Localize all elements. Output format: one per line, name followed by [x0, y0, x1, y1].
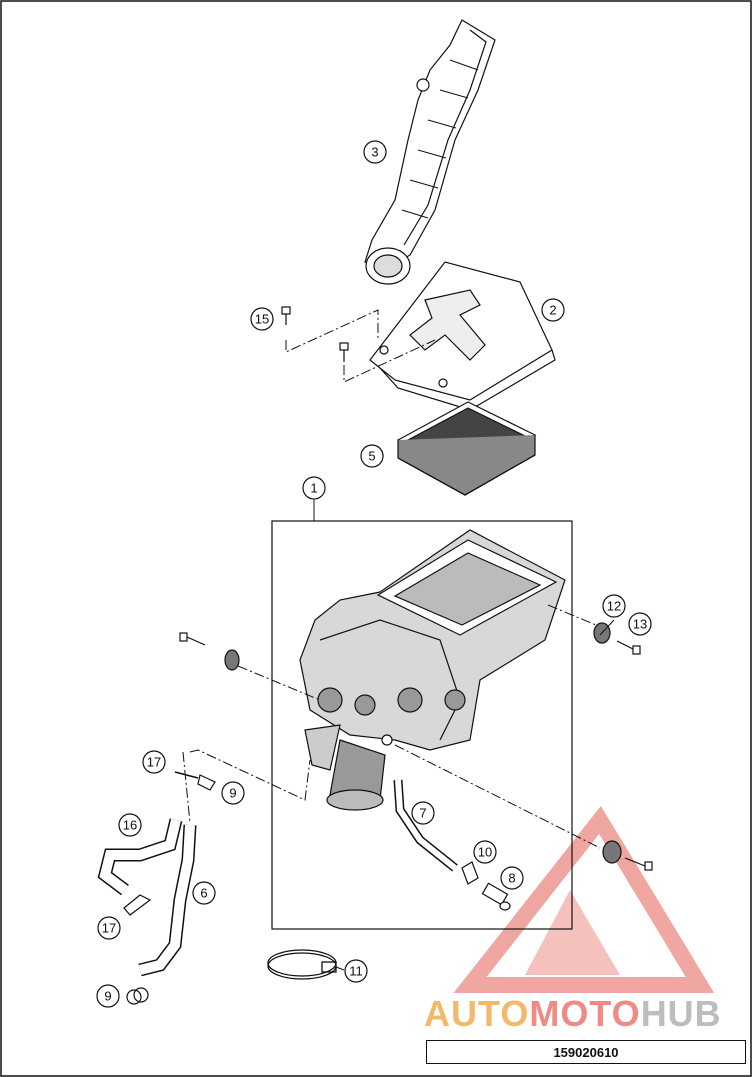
leader-lines: [182, 309, 601, 849]
callouts: 1 2 3 5 6 7 8 9 9 10 11 12 13 15 16 17 1…: [96, 140, 652, 1008]
air-filter: [396, 401, 537, 496]
clamp-17-top: [174, 771, 199, 779]
callout-2: 2: [541, 298, 565, 322]
bolt-lower-right: [624, 857, 653, 871]
airbox-lid: [369, 261, 556, 411]
callout-11: 11: [344, 959, 368, 983]
callout-15: 15: [250, 307, 274, 331]
reference-number: 159020610: [553, 1044, 619, 1060]
svg-text:3: 3: [371, 145, 378, 160]
intake-snorkel: [364, 19, 496, 285]
clamp-17-bottom: [123, 894, 152, 916]
grommet-left: [224, 649, 240, 671]
callout-13: 13: [628, 612, 652, 636]
watermark-text: AUTOMOTOHUB: [424, 993, 722, 1035]
callout-8: 8: [500, 866, 524, 890]
callout-10: 10: [473, 840, 497, 864]
bolt-15: [281, 306, 349, 362]
svg-text:13: 13: [633, 617, 647, 632]
hose-clamp-9-top: [197, 774, 216, 791]
callout-3: 3: [363, 140, 387, 164]
svg-text:9: 9: [104, 989, 111, 1004]
watermark-auto: AUTO: [424, 993, 530, 1034]
svg-text:7: 7: [419, 806, 426, 821]
airbox-body: [299, 529, 566, 811]
callout-12-leader: [599, 619, 615, 636]
callout-7: 7: [411, 801, 435, 825]
callout-9-top: 9: [221, 781, 245, 805]
hose-clip-10: [461, 861, 479, 885]
svg-text:12: 12: [607, 599, 621, 614]
svg-text:1: 1: [310, 481, 317, 496]
callout-17-bottom: 17: [97, 916, 121, 940]
callout-17-top: 17: [142, 750, 166, 774]
hose-clamp-9-bottom: [126, 987, 149, 1005]
svg-text:2: 2: [549, 303, 556, 318]
reference-number-box: 159020610: [426, 1040, 746, 1064]
airbox-group-frame: [271, 520, 573, 930]
svg-text:16: 16: [123, 818, 137, 833]
watermark-logo: [453, 805, 715, 993]
svg-text:17: 17: [147, 755, 161, 770]
svg-text:6: 6: [200, 886, 207, 901]
svg-text:10: 10: [478, 845, 492, 860]
grommet-lower-right: [602, 840, 622, 864]
bolt-left: [179, 632, 206, 646]
bolt-13: [616, 640, 641, 655]
svg-text:5: 5: [368, 449, 375, 464]
callout-6: 6: [192, 881, 216, 905]
svg-text:17: 17: [102, 921, 116, 936]
svg-text:11: 11: [349, 964, 363, 979]
fitting-8: [481, 882, 511, 911]
callout-12: 12: [602, 594, 626, 618]
watermark-moto: MOTO: [529, 993, 641, 1034]
svg-text:9: 9: [229, 786, 236, 801]
watermark-hub: HUB: [640, 993, 722, 1034]
callout-9-bottom: 9: [96, 984, 120, 1008]
svg-text:15: 15: [255, 312, 269, 327]
callout-11-leader: [335, 966, 345, 971]
svg-text:8: 8: [508, 871, 515, 886]
callout-5: 5: [360, 444, 384, 468]
band-clamp-11: [267, 949, 337, 980]
callout-1: 1: [302, 476, 326, 500]
callout-16: 16: [118, 813, 142, 837]
